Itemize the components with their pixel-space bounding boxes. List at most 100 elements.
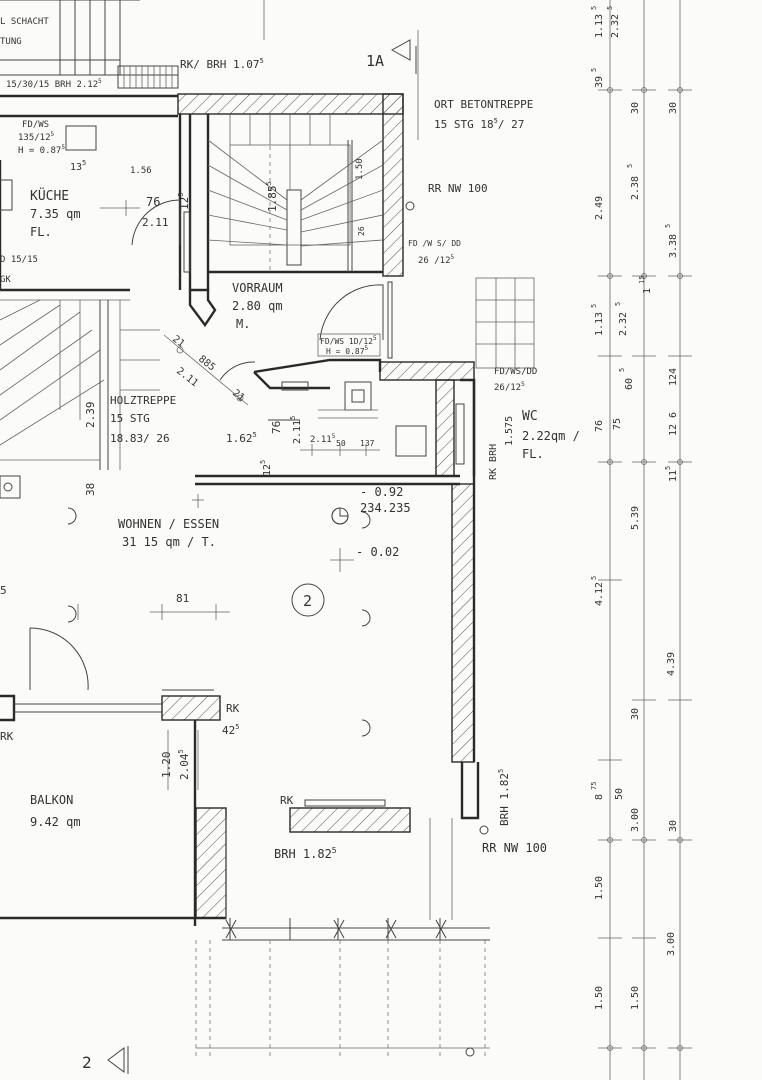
- dim-r1-10: 1.50: [594, 986, 605, 1010]
- dim-50: 50: [336, 439, 346, 448]
- room-wc-floor: FL.: [522, 447, 544, 461]
- section-label-2: 2: [82, 1053, 92, 1072]
- room-wohnen-name: WOHNEN / ESSEN: [118, 517, 219, 531]
- right-dimension-lines: [598, 0, 692, 1080]
- dim-425: 425: [222, 723, 239, 737]
- dim-r3-1: 1: [642, 288, 653, 294]
- dim-r2-7: 50: [614, 788, 625, 800]
- wc-fixtures: [281, 381, 465, 465]
- label-fd-ws-dd-top: FD /W S/ DD: [408, 239, 461, 248]
- dim-r1-4s: 5: [590, 304, 598, 308]
- label-holztreppe-1: HOLZTREPPE: [110, 394, 176, 407]
- label-brh-1825: BRH 1.825: [274, 846, 337, 861]
- dim-r3-3: 30: [668, 102, 679, 114]
- dim-r1-1: 1.13: [594, 14, 605, 38]
- dim-r2-9: 1.50: [630, 986, 641, 1010]
- dim-r1-8: 8: [594, 794, 605, 800]
- label-ort-stair-2: 15 STG 185/ 27: [434, 117, 524, 131]
- dim-211: 2.11: [142, 216, 169, 229]
- dim-125: 125: [177, 193, 191, 210]
- label-rk-brh: RK BRH: [488, 444, 499, 480]
- room-wc-area: 2.22qm /: [522, 429, 580, 443]
- dim-r3-8: 30: [630, 708, 641, 720]
- terrace: [195, 818, 490, 1060]
- room-number: 2: [303, 592, 312, 610]
- section-label-1a: 1A: [366, 52, 384, 70]
- room-balkon-area: 9.42 qm: [30, 815, 81, 829]
- dim-137: 137: [360, 439, 375, 448]
- label-fd-ws-dd-right-1: FD/WS/DD: [494, 367, 537, 377]
- dim-r2-1: 2.32: [610, 14, 621, 38]
- label-d-15-15: D 15/15: [0, 255, 38, 265]
- dim-1625: 1.625: [226, 431, 257, 445]
- dim-r1-1s: 5: [590, 6, 598, 10]
- dim-1855: 1.855: [265, 181, 279, 212]
- label-fd-ws-mid-1: FD/WS 1D/125: [320, 335, 377, 346]
- dim-156: 1.56: [130, 166, 152, 176]
- level-002: - 0.02: [356, 545, 399, 559]
- label-fd-ws-dd-right-2: 26/125: [494, 381, 525, 393]
- room-kuche-area: 7.35 qm: [30, 207, 81, 221]
- label-tung: TUNG: [0, 37, 22, 47]
- section-markers: [107, 0, 419, 1074]
- dim-r3-2s: 5: [664, 224, 672, 228]
- room-balkon-name: BALKON: [30, 793, 73, 807]
- dim-r2-3s: 5: [626, 164, 634, 168]
- label-schacht: L SCHACHT: [0, 17, 49, 27]
- level-092: - 0.92: [360, 485, 403, 499]
- dim-r1-9: 1.50: [594, 876, 605, 900]
- label-holztreppe-2: 15 STG: [110, 412, 150, 425]
- dim-r2-8: 3.00: [630, 808, 641, 832]
- dim-r1-6: 5.39: [630, 506, 641, 530]
- dim-r1-2: 39: [594, 76, 605, 88]
- dimension-markers: [67, 200, 489, 835]
- door-arcs: [29, 284, 384, 691]
- room-wohnen-area: 31 15 qm / T.: [122, 535, 216, 549]
- dim-r1-5: 76: [594, 420, 605, 432]
- top-left-stair: [0, 0, 179, 89]
- label-rk-lower: RK: [280, 794, 294, 807]
- dim-26: 26: [357, 226, 366, 236]
- dim-76: 76: [146, 195, 160, 209]
- dim-r1-8s: 75: [590, 782, 598, 790]
- fd-ws-mid-box: [317, 333, 381, 357]
- dim-r3-5: 12 6: [668, 412, 679, 436]
- walls: [0, 93, 480, 926]
- dim-r2-6: 75: [612, 418, 623, 430]
- label-rk-left: RK: [0, 730, 14, 743]
- dim-r2-2: 30: [630, 102, 641, 114]
- dim-5: 5: [0, 584, 7, 597]
- dim-r2-5s: 5: [618, 368, 626, 372]
- dim-r2-1s: 5: [606, 6, 614, 10]
- dim-r3-1s: 15: [638, 276, 646, 284]
- dim-r2-4s: 5: [614, 302, 622, 306]
- label-brh-1825-v: BRH 1.825: [497, 769, 511, 826]
- label-fd-ws-left-2: 135/125: [18, 131, 55, 143]
- dim-r3-6s: 5: [664, 466, 672, 470]
- label-top-brh: RK/ BRH 1.075: [180, 57, 264, 71]
- label-top-dims: 15/30/15 BRH 2.125: [6, 78, 102, 90]
- dim-diag-21: 21: [170, 334, 186, 350]
- label-rr-nw-top: RR NW 100: [428, 182, 488, 195]
- dim-r1-3: 2.49: [594, 196, 605, 220]
- dim-r2-5: 60: [624, 378, 635, 390]
- dim-r3-7: 4.39: [666, 652, 677, 676]
- room-vorraum-name: VORRAUM: [232, 281, 283, 295]
- dim-76b: 76: [270, 421, 283, 434]
- dim-r1-4: 1.13: [594, 312, 605, 336]
- label-gk: GK: [0, 275, 11, 285]
- dim-diag-885: 885: [196, 354, 217, 374]
- room-number-circle: [291, 583, 325, 617]
- level-234: 234.235: [360, 501, 411, 515]
- dim-2115b: 2.115: [310, 433, 336, 445]
- room-wc-name: WC: [522, 409, 538, 424]
- dim-150-v: 1.50: [355, 158, 365, 180]
- dim-r3-4: 124: [668, 368, 679, 386]
- dim-r3-6: 11: [668, 470, 679, 482]
- dim-239: 2.39: [84, 402, 97, 429]
- dim-r1-7: 4.12: [594, 582, 605, 606]
- dim-r1-2s: 5: [590, 68, 598, 72]
- dim-38: 38: [84, 483, 97, 496]
- dim-r1-7s: 5: [590, 576, 598, 580]
